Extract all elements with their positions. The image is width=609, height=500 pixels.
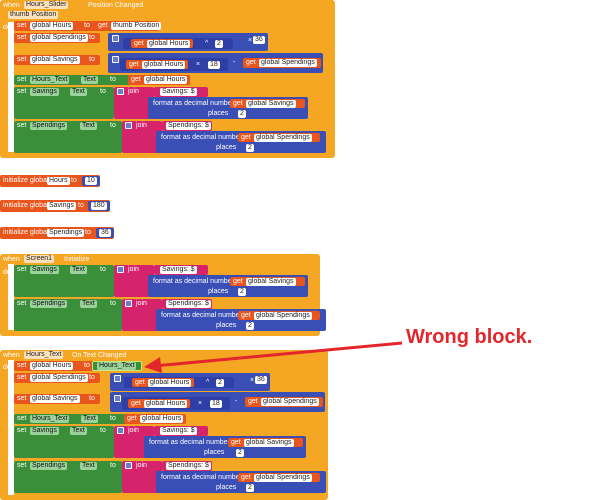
gear-icon[interactable] (117, 266, 124, 273)
gear-icon[interactable] (125, 300, 132, 307)
join-block[interactable]: join (122, 461, 162, 493)
get-global-spendings[interactable]: get global Spendings (238, 311, 320, 320)
component-dropdown[interactable]: Hours_Slider (24, 1, 69, 9)
format-decimal-block[interactable]: format as decimal number get global Savi… (148, 97, 308, 119)
set-spendings-text[interactable]: set Spendings Text to (14, 299, 122, 331)
text-string-block[interactable]: Savings: $ (154, 265, 208, 275)
component-dropdown[interactable]: Screen1 (24, 255, 55, 263)
component-dropdown[interactable]: Hours_Text (24, 351, 64, 359)
get-global-spendings[interactable]: get global Spendings (238, 133, 320, 142)
get-global-spendings[interactable]: get global Spendings (238, 473, 320, 482)
set-global-spendings[interactable]: set global Spendings to (14, 33, 100, 43)
text-string-block[interactable]: Savings: $ (154, 87, 208, 97)
annotation-arrow (144, 341, 403, 373)
get-global-hours[interactable]: get global Hours (126, 60, 188, 69)
get-global-hours[interactable]: get global Hours (132, 378, 194, 387)
get-global-savings[interactable]: get global Savings (228, 438, 303, 447)
when-keyword: when (3, 2, 20, 9)
set-global-hours[interactable]: set global Hours to (14, 361, 96, 371)
get-thumb-position[interactable]: get thumb Position (95, 21, 162, 31)
gear-icon[interactable] (114, 375, 121, 382)
math-power-block[interactable]: get global Hours ^ 2 (124, 377, 234, 388)
format-decimal-block[interactable]: format as decimal number get global Savi… (148, 275, 308, 297)
set-spendings-text[interactable]: set Spendings Text to (14, 121, 122, 153)
gear-icon[interactable] (114, 395, 121, 402)
join-block[interactable]: join (114, 265, 154, 297)
set-global-hours[interactable]: set global Hours to (14, 21, 98, 31)
gear-icon[interactable] (125, 122, 132, 129)
event-name: Position Changed (88, 2, 144, 9)
set-savings-text[interactable]: set Savings Text to (14, 87, 114, 119)
gear-icon[interactable] (125, 462, 132, 469)
math-power-block[interactable]: get global Hours ^ 2 (123, 38, 233, 49)
init-global-spendings[interactable]: initialize global Spendings to 36 (0, 227, 114, 239)
set-hours-text-text[interactable]: set Hours_Text Text to (14, 414, 134, 424)
text-string-block[interactable]: Spendings: $ (162, 461, 212, 471)
annotation-text: Wrong block. (406, 326, 533, 348)
math-multiply-inner[interactable]: get global Hours × 18 (122, 397, 230, 410)
set-hours-text-text[interactable]: set Hours_Text Text to (14, 75, 134, 85)
get-global-spendings[interactable]: get global Spendings (245, 397, 323, 407)
format-decimal-block[interactable]: format as decimal number get global Spen… (156, 131, 326, 153)
get-global-hours[interactable]: get global Hours (128, 399, 190, 408)
gear-icon[interactable] (112, 35, 119, 42)
text-string-block[interactable]: Spendings: $ (162, 299, 212, 309)
set-savings-text[interactable]: set Savings Text to (14, 265, 114, 297)
event-param[interactable]: thumb Position (8, 11, 59, 19)
format-decimal-block[interactable]: format as decimal number get global Spen… (156, 309, 326, 331)
hours-text-component-wrong[interactable]: Hours_Text (92, 361, 142, 371)
var-dropdown[interactable]: global Spendings (30, 34, 88, 42)
gear-icon[interactable] (112, 56, 119, 63)
format-decimal-block[interactable]: format as decimal number get global Savi… (144, 436, 306, 458)
text-string-block[interactable]: Savings: $ (154, 426, 208, 436)
set-global-savings[interactable]: set global Savings to (14, 394, 100, 404)
var-dropdown[interactable]: global Hours (30, 22, 74, 30)
var-dropdown[interactable]: global Savings (30, 56, 80, 64)
get-global-hours[interactable]: get global Hours (128, 75, 190, 85)
join-block[interactable]: join (114, 87, 154, 119)
set-global-spendings[interactable]: set global Spendings to (14, 373, 100, 383)
get-global-spendings[interactable]: get global Spendings (243, 58, 321, 68)
get-global-savings[interactable]: get global Savings (230, 99, 305, 108)
math-multiply-inner[interactable]: get global Hours × 18 (120, 58, 228, 71)
text-string-block[interactable]: Spendings: $ (162, 121, 212, 131)
set-global-savings[interactable]: set global Savings to (14, 55, 100, 65)
set-savings-text[interactable]: set Savings Text to (14, 426, 114, 458)
gear-icon[interactable] (117, 427, 124, 434)
get-global-hours[interactable]: get global Hours (124, 414, 186, 424)
get-global-hours[interactable]: get global Hours (131, 39, 193, 48)
get-global-savings[interactable]: get global Savings (230, 277, 305, 286)
join-block[interactable]: join (122, 121, 162, 153)
init-global-hours[interactable]: initialize global Hours to 10 (0, 175, 100, 187)
gear-icon[interactable] (117, 88, 124, 95)
set-spendings-text[interactable]: set Spendings Text to (14, 461, 122, 493)
do-keyword: do (3, 24, 11, 31)
init-global-savings[interactable]: initialize global Savings to 180 (0, 200, 110, 212)
join-block[interactable]: join (122, 299, 162, 331)
format-decimal-block[interactable]: format as decimal number get global Spen… (156, 471, 326, 493)
